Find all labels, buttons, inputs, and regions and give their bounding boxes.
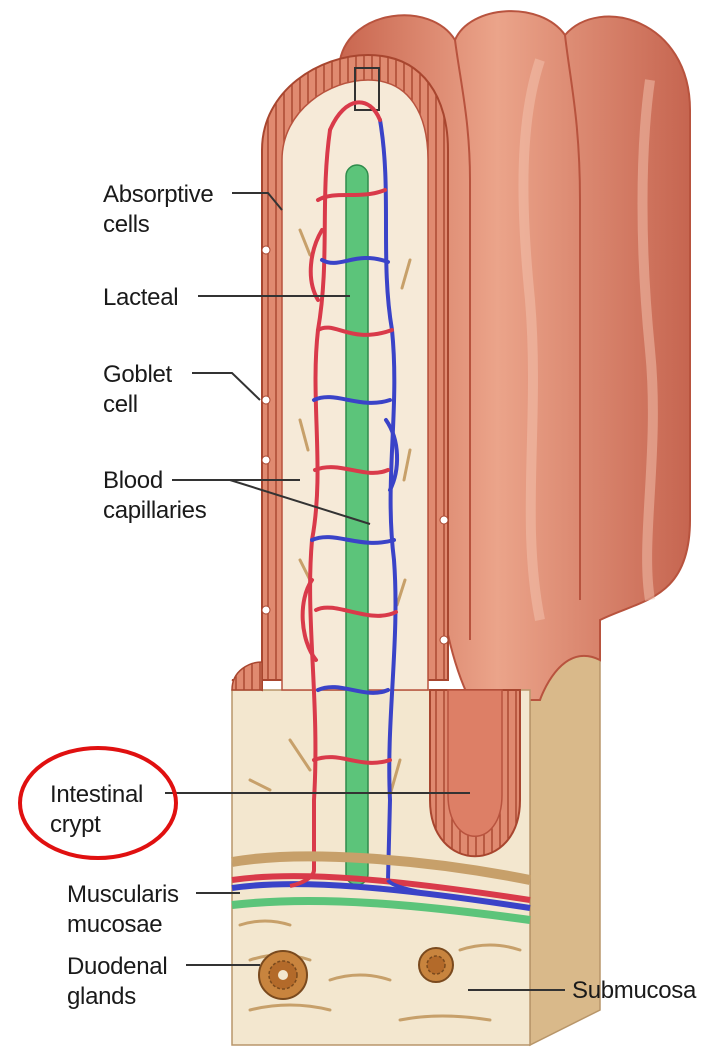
label-absorptive-cells: Absorptive cells — [103, 180, 213, 240]
label-absorptive-line2: cells — [103, 210, 213, 240]
label-goblet-line1: Goblet — [103, 360, 172, 390]
label-duodenal-line2: glands — [67, 982, 167, 1012]
label-duodenal-line1: Duodenal — [67, 952, 167, 982]
label-intestinal-line2: crypt — [50, 810, 143, 840]
label-intestinal-crypt: Intestinal crypt — [50, 780, 143, 840]
label-goblet-line2: cell — [103, 390, 172, 420]
label-muscularis-line1: Muscularis — [67, 880, 179, 910]
label-absorptive-line1: Absorptive — [103, 180, 213, 210]
intestinal-crypt — [430, 690, 520, 856]
label-intestinal-line1: Intestinal — [50, 780, 143, 810]
label-lacteal: Lacteal — [103, 283, 178, 313]
label-muscularis-line2: mucosae — [67, 910, 179, 940]
lacteal-vessel — [346, 165, 368, 885]
label-muscularis-mucosae: Muscularis mucosae — [67, 880, 179, 940]
label-blood-line2: capillaries — [103, 496, 206, 526]
label-submucosa: Submucosa — [572, 976, 696, 1006]
label-blood-capillaries: Blood capillaries — [103, 466, 206, 526]
label-duodenal-glands: Duodenal glands — [67, 952, 167, 1012]
label-blood-line1: Blood — [103, 466, 206, 496]
label-goblet-cell: Goblet cell — [103, 360, 172, 420]
